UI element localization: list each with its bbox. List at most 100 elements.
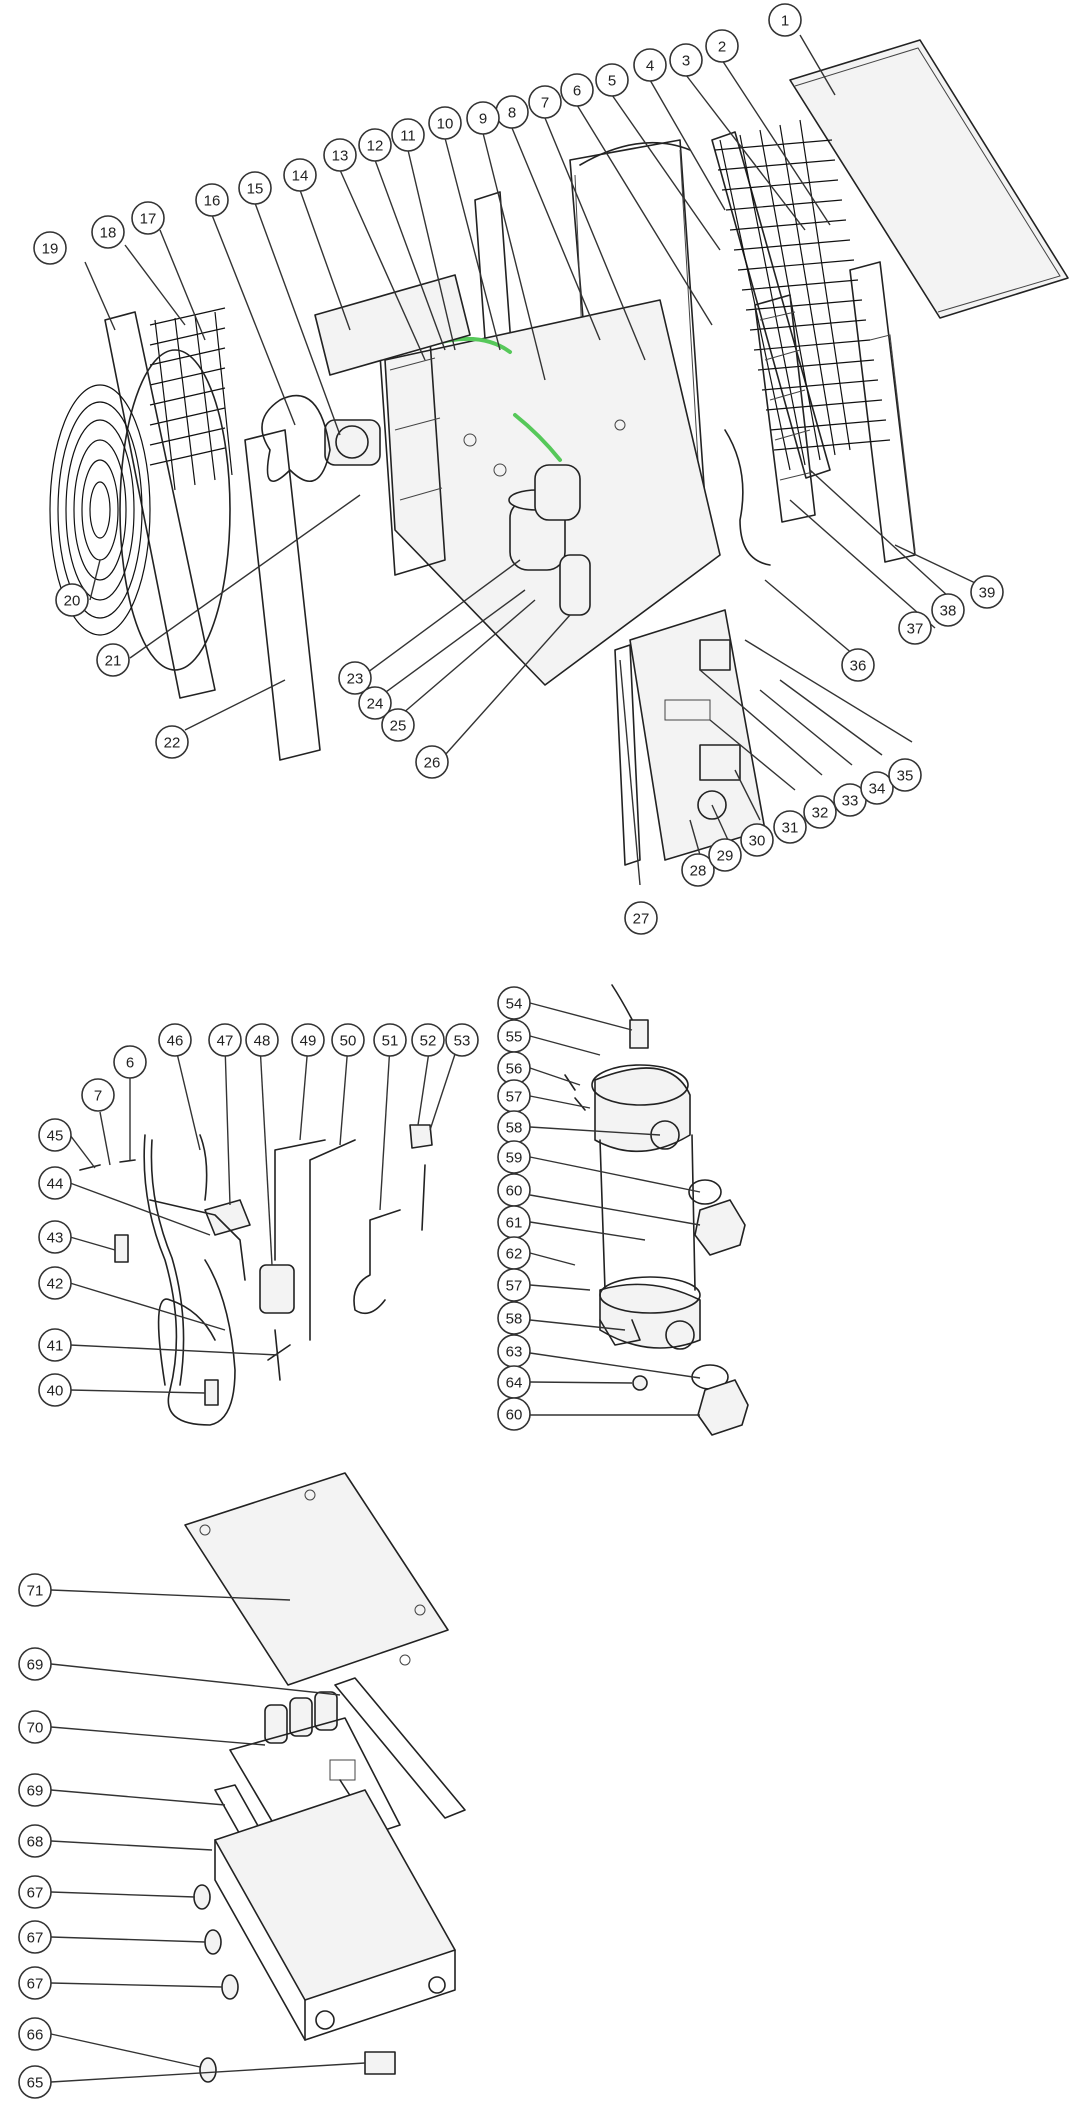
svg-text:31: 31 — [782, 820, 799, 837]
callout-32: 32 — [803, 795, 837, 829]
callout-43: 43 — [38, 1220, 72, 1254]
water-inlet — [665, 1320, 695, 1350]
box-callouts: 71 69 70 69 68 67 67 67 66 65 — [18, 1573, 366, 2099]
svg-text:70: 70 — [27, 1720, 44, 1737]
callout-57: 57 — [497, 1079, 531, 1113]
callout-51: 51 — [373, 1023, 407, 1057]
callout-70: 70 — [18, 1710, 52, 1744]
terminal-65 — [364, 2051, 396, 2075]
svg-text:42: 42 — [47, 1276, 64, 1293]
callout-5: 5 — [595, 63, 629, 97]
callout-2: 2 — [705, 29, 739, 63]
four-way-valve — [204, 1199, 251, 1236]
valve-53 — [409, 1124, 433, 1149]
svg-text:11: 11 — [400, 128, 416, 145]
access-valve-40 — [204, 1379, 219, 1406]
svg-text:57: 57 — [506, 1278, 523, 1295]
svg-text:22: 22 — [164, 735, 181, 752]
piping-callouts: 40 41 42 43 44 45 7 6 46 47 48 49 50 51 … — [38, 1023, 479, 1407]
refrigerant-piping-drawing — [79, 1124, 433, 1426]
svg-text:3: 3 — [682, 53, 690, 70]
svg-text:59: 59 — [506, 1150, 523, 1167]
callout-48: 48 — [245, 1023, 279, 1057]
callout-22: 22 — [155, 725, 189, 759]
svg-text:62: 62 — [506, 1246, 523, 1263]
svg-text:28: 28 — [690, 863, 707, 880]
svg-text:27: 27 — [633, 911, 650, 928]
exchanger-body — [599, 1134, 696, 1291]
callout-54: 54 — [497, 986, 531, 1020]
callout-1: 1 — [768, 3, 802, 37]
filter-drier — [259, 1264, 295, 1314]
callout-58: 58 — [497, 1110, 531, 1144]
callout-62: 62 — [497, 1236, 531, 1270]
svg-text:14: 14 — [292, 168, 309, 185]
callout-19: 19 — [33, 231, 67, 265]
unit-assembly-drawing — [49, 39, 1069, 866]
callout-63: 63 — [497, 1334, 531, 1368]
unit-callouts: 1 2 3 4 5 6 7 8 9 10 11 12 13 14 15 16 1… — [33, 3, 1004, 935]
callout-17: 17 — [131, 201, 165, 235]
svg-text:50: 50 — [340, 1033, 357, 1050]
svg-text:30: 30 — [749, 833, 766, 850]
callout-42: 42 — [38, 1266, 72, 1300]
svg-text:67: 67 — [27, 1976, 44, 1993]
callout-67-b: 67 — [18, 1920, 52, 1954]
svg-text:57: 57 — [506, 1089, 523, 1106]
svg-text:65: 65 — [27, 2075, 44, 2092]
callout-11: 11 — [391, 118, 425, 152]
svg-text:10: 10 — [437, 116, 454, 133]
callout-38: 38 — [931, 593, 965, 627]
electrical-cover — [314, 274, 471, 376]
svg-text:47: 47 — [217, 1033, 234, 1050]
svg-text:21: 21 — [105, 653, 122, 670]
svg-text:19: 19 — [42, 241, 59, 258]
svg-text:6: 6 — [573, 83, 581, 100]
svg-text:5: 5 — [608, 73, 616, 90]
svg-text:69: 69 — [27, 1657, 44, 1674]
callout-29: 29 — [708, 838, 742, 872]
svg-text:35: 35 — [897, 768, 914, 785]
callout-56: 56 — [497, 1051, 531, 1085]
svg-text:58: 58 — [506, 1120, 523, 1137]
exchanger-lower-cap — [599, 1283, 701, 1349]
callout-3: 3 — [669, 43, 703, 77]
svg-text:18: 18 — [100, 225, 117, 242]
callout-9: 9 — [466, 101, 500, 135]
svg-text:58: 58 — [506, 1311, 523, 1328]
callout-13: 13 — [323, 138, 357, 172]
svg-text:71: 71 — [27, 1583, 44, 1600]
callout-10: 10 — [428, 106, 462, 140]
callout-58-b: 58 — [497, 1301, 531, 1335]
svg-text:37: 37 — [907, 621, 924, 638]
callout-60-b: 60 — [497, 1397, 531, 1431]
svg-text:15: 15 — [247, 181, 264, 198]
callout-40: 40 — [38, 1373, 72, 1407]
electrical-box-drawing — [184, 1472, 466, 2083]
svg-text:20: 20 — [64, 593, 81, 610]
callout-7-b: 7 — [81, 1078, 115, 1112]
svg-text:55: 55 — [506, 1029, 523, 1046]
callout-69-b: 69 — [18, 1773, 52, 1807]
svg-text:49: 49 — [300, 1033, 317, 1050]
callout-71: 71 — [18, 1573, 52, 1607]
svg-text:7: 7 — [541, 95, 549, 112]
u-tube — [157, 1298, 216, 1386]
svg-text:54: 54 — [506, 996, 523, 1013]
left-side-panel — [244, 429, 321, 761]
svg-text:46: 46 — [167, 1033, 184, 1050]
callout-44: 44 — [38, 1166, 72, 1200]
union-nut-60-top — [694, 1199, 746, 1256]
svg-text:4: 4 — [646, 58, 654, 75]
callout-45: 45 — [38, 1118, 72, 1152]
callout-64: 64 — [497, 1365, 531, 1399]
callout-52: 52 — [411, 1023, 445, 1057]
callout-6-b: 6 — [113, 1045, 147, 1079]
svg-text:25: 25 — [390, 718, 407, 735]
callout-18: 18 — [91, 215, 125, 249]
callout-31: 31 — [773, 810, 807, 844]
svg-text:68: 68 — [27, 1834, 44, 1851]
callout-67: 67 — [18, 1875, 52, 1909]
front-wire-guard — [149, 307, 233, 491]
